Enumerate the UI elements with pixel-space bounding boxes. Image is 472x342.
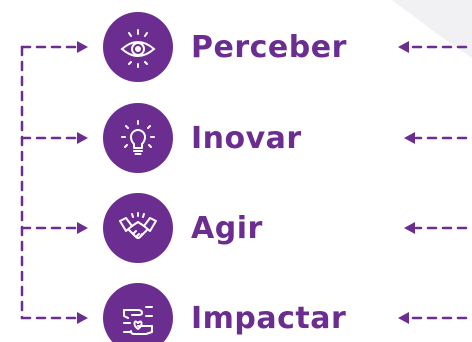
hands-heart-icon <box>123 306 153 335</box>
step-label: Agir <box>191 210 263 246</box>
step-perceber: Perceber <box>103 12 347 82</box>
step-inovar: Inovar <box>103 103 302 173</box>
right-arrowhead-3 <box>404 222 415 234</box>
step-circle <box>103 283 173 342</box>
step-label: Impactar <box>191 300 347 336</box>
left-arrowhead-2 <box>77 132 88 144</box>
right-arrowhead-4 <box>398 312 409 324</box>
left-arrowhead-1 <box>77 41 88 53</box>
step-label: Inovar <box>191 120 302 156</box>
lightbulb-icon <box>121 120 155 155</box>
step-circle <box>103 193 173 263</box>
step-circle <box>103 12 173 82</box>
handshake-icon <box>119 212 157 239</box>
right-arrowhead-1 <box>398 41 409 53</box>
decorative-corner-shape <box>392 0 472 58</box>
step-circle <box>103 103 173 173</box>
left-arrowhead-3 <box>77 222 88 234</box>
step-agir: Agir <box>103 193 263 263</box>
eye-icon <box>120 29 156 68</box>
right-arrowhead-2 <box>404 132 415 144</box>
step-impactar: Impactar <box>103 283 346 342</box>
step-label: Perceber <box>191 29 347 65</box>
left-arrowhead-4 <box>77 312 88 324</box>
